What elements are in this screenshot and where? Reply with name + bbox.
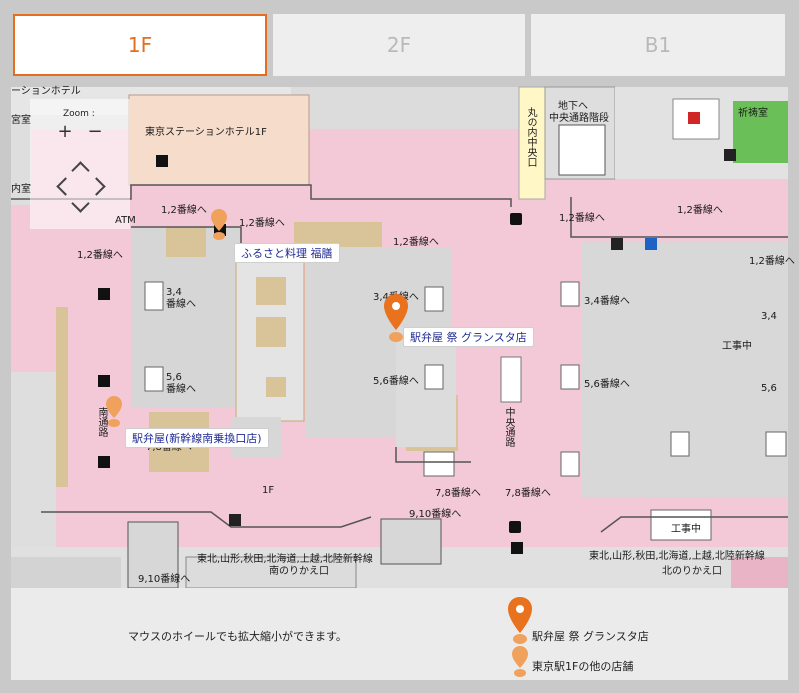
map-label: 5,6 [761, 383, 777, 394]
wheelchair-icon [724, 149, 736, 161]
map-label: 9,10番線へ [138, 574, 191, 585]
map-label: 東京ステーションホテル1F [145, 127, 267, 138]
map-label: 3,4 [166, 287, 182, 298]
shop-label-nanjo[interactable]: 駅弁屋(新幹線南乗換口店) [125, 428, 269, 448]
map-label: 南通路 [96, 407, 107, 437]
zoom-control: Zoom : + − [30, 99, 130, 229]
shop-label-furusato[interactable]: ふるさと料理 福膳 [234, 243, 340, 263]
legend-selected-label: 駅弁屋 祭 グランスタ店 [532, 630, 649, 643]
legend-others-label: 東京駅1Fの他の店舗 [532, 660, 634, 673]
locker-icon [511, 542, 523, 554]
map-label: 丸の内中央口 [525, 107, 536, 167]
zoom-hint-text: マウスのホイールでも拡大縮小ができます。 [128, 630, 347, 643]
map-label: 1F [262, 485, 275, 496]
legend-panel: マウスのホイールでも拡大縮小ができます。 駅弁屋 祭 グランスタ店 東京駅1Fの… [11, 588, 788, 680]
map-label: 中央通路階段 [549, 113, 609, 124]
wheelchair-icon [611, 238, 623, 250]
locker-icon [156, 155, 168, 167]
map-label: 1,2番線へ [749, 256, 795, 267]
pan-down-icon[interactable] [71, 197, 89, 215]
shop-pin-icon[interactable] [106, 396, 122, 428]
map-label: 北のりかえ口 [662, 566, 722, 577]
map-label: 5,6 [166, 372, 182, 383]
selected-shop-pin-icon [508, 597, 532, 644]
locker-icon [98, 375, 110, 387]
zoom-in-button[interactable]: + [57, 121, 73, 142]
map-label: 中央通路 [503, 407, 514, 447]
map-label: 祈祷室 [738, 108, 768, 119]
map-label: 番線へ [166, 299, 196, 310]
zoom-label: Zoom : [63, 109, 95, 119]
restroom-icon [688, 112, 700, 124]
info-icon [509, 521, 521, 533]
tab-2f[interactable]: 2F [273, 14, 525, 76]
map-label: ATM [115, 215, 136, 226]
map-label: 工事中 [722, 341, 752, 352]
map-label: 1,2番線へ [77, 250, 123, 261]
pan-left-icon[interactable] [52, 177, 70, 195]
wheelchair-icon [229, 514, 241, 526]
map-label: 3,4 [761, 311, 777, 322]
map-label: 南のりかえ口 [269, 566, 329, 577]
zoom-out-button[interactable]: − [87, 121, 103, 142]
map-label: 地下へ [558, 101, 588, 112]
map-label: 内室 [11, 184, 31, 195]
map-label: 5,6番線へ [584, 379, 630, 390]
selected-shop-pin-icon[interactable] [384, 294, 408, 344]
map-label: 1,2番線へ [393, 237, 439, 248]
map-label: 5,6番線へ [373, 376, 419, 387]
map-label: 番線へ [166, 384, 196, 395]
map-label: 7,8番線へ [505, 488, 551, 499]
map-label: ーションホテル [11, 86, 81, 97]
pan-right-icon[interactable] [90, 177, 108, 195]
tab-b1[interactable]: B1 [531, 14, 785, 76]
pan-up-icon[interactable] [71, 157, 89, 175]
shop-pin-icon [512, 646, 528, 677]
map-label: 9,10番線へ [409, 509, 462, 520]
map-label: 1,2番線へ [677, 205, 723, 216]
map-label: 1,2番線へ [161, 205, 207, 216]
map-label: 東北,山形,秋田,北海道,上越,北陸新幹線 [197, 554, 373, 565]
map-label: 東北,山形,秋田,北海道,上越,北陸新幹線 [589, 551, 765, 562]
map-label: 7,8番線へ [435, 488, 481, 499]
map-label: 工事中 [671, 524, 701, 535]
map-label: 1,2番線へ [559, 213, 605, 224]
info-icon [510, 213, 522, 225]
locker-icon [98, 288, 110, 300]
floor-map[interactable]: Zoom : + − ーションホテル 宮室 内室 東京ステーションホテル1F A… [11, 86, 795, 589]
map-label: 3,4番線へ [584, 296, 630, 307]
shop-pin-icon[interactable] [211, 209, 227, 241]
tab-1f[interactable]: 1F [13, 14, 267, 76]
restroom-icon [645, 238, 657, 250]
map-label: 宮室 [11, 115, 31, 126]
shop-label-matsuri[interactable]: 駅弁屋 祭 グランスタ店 [403, 327, 534, 347]
map-label: 1,2番線へ [239, 218, 285, 229]
floor-plan-drawing [11, 86, 788, 589]
locker-icon [98, 456, 110, 468]
